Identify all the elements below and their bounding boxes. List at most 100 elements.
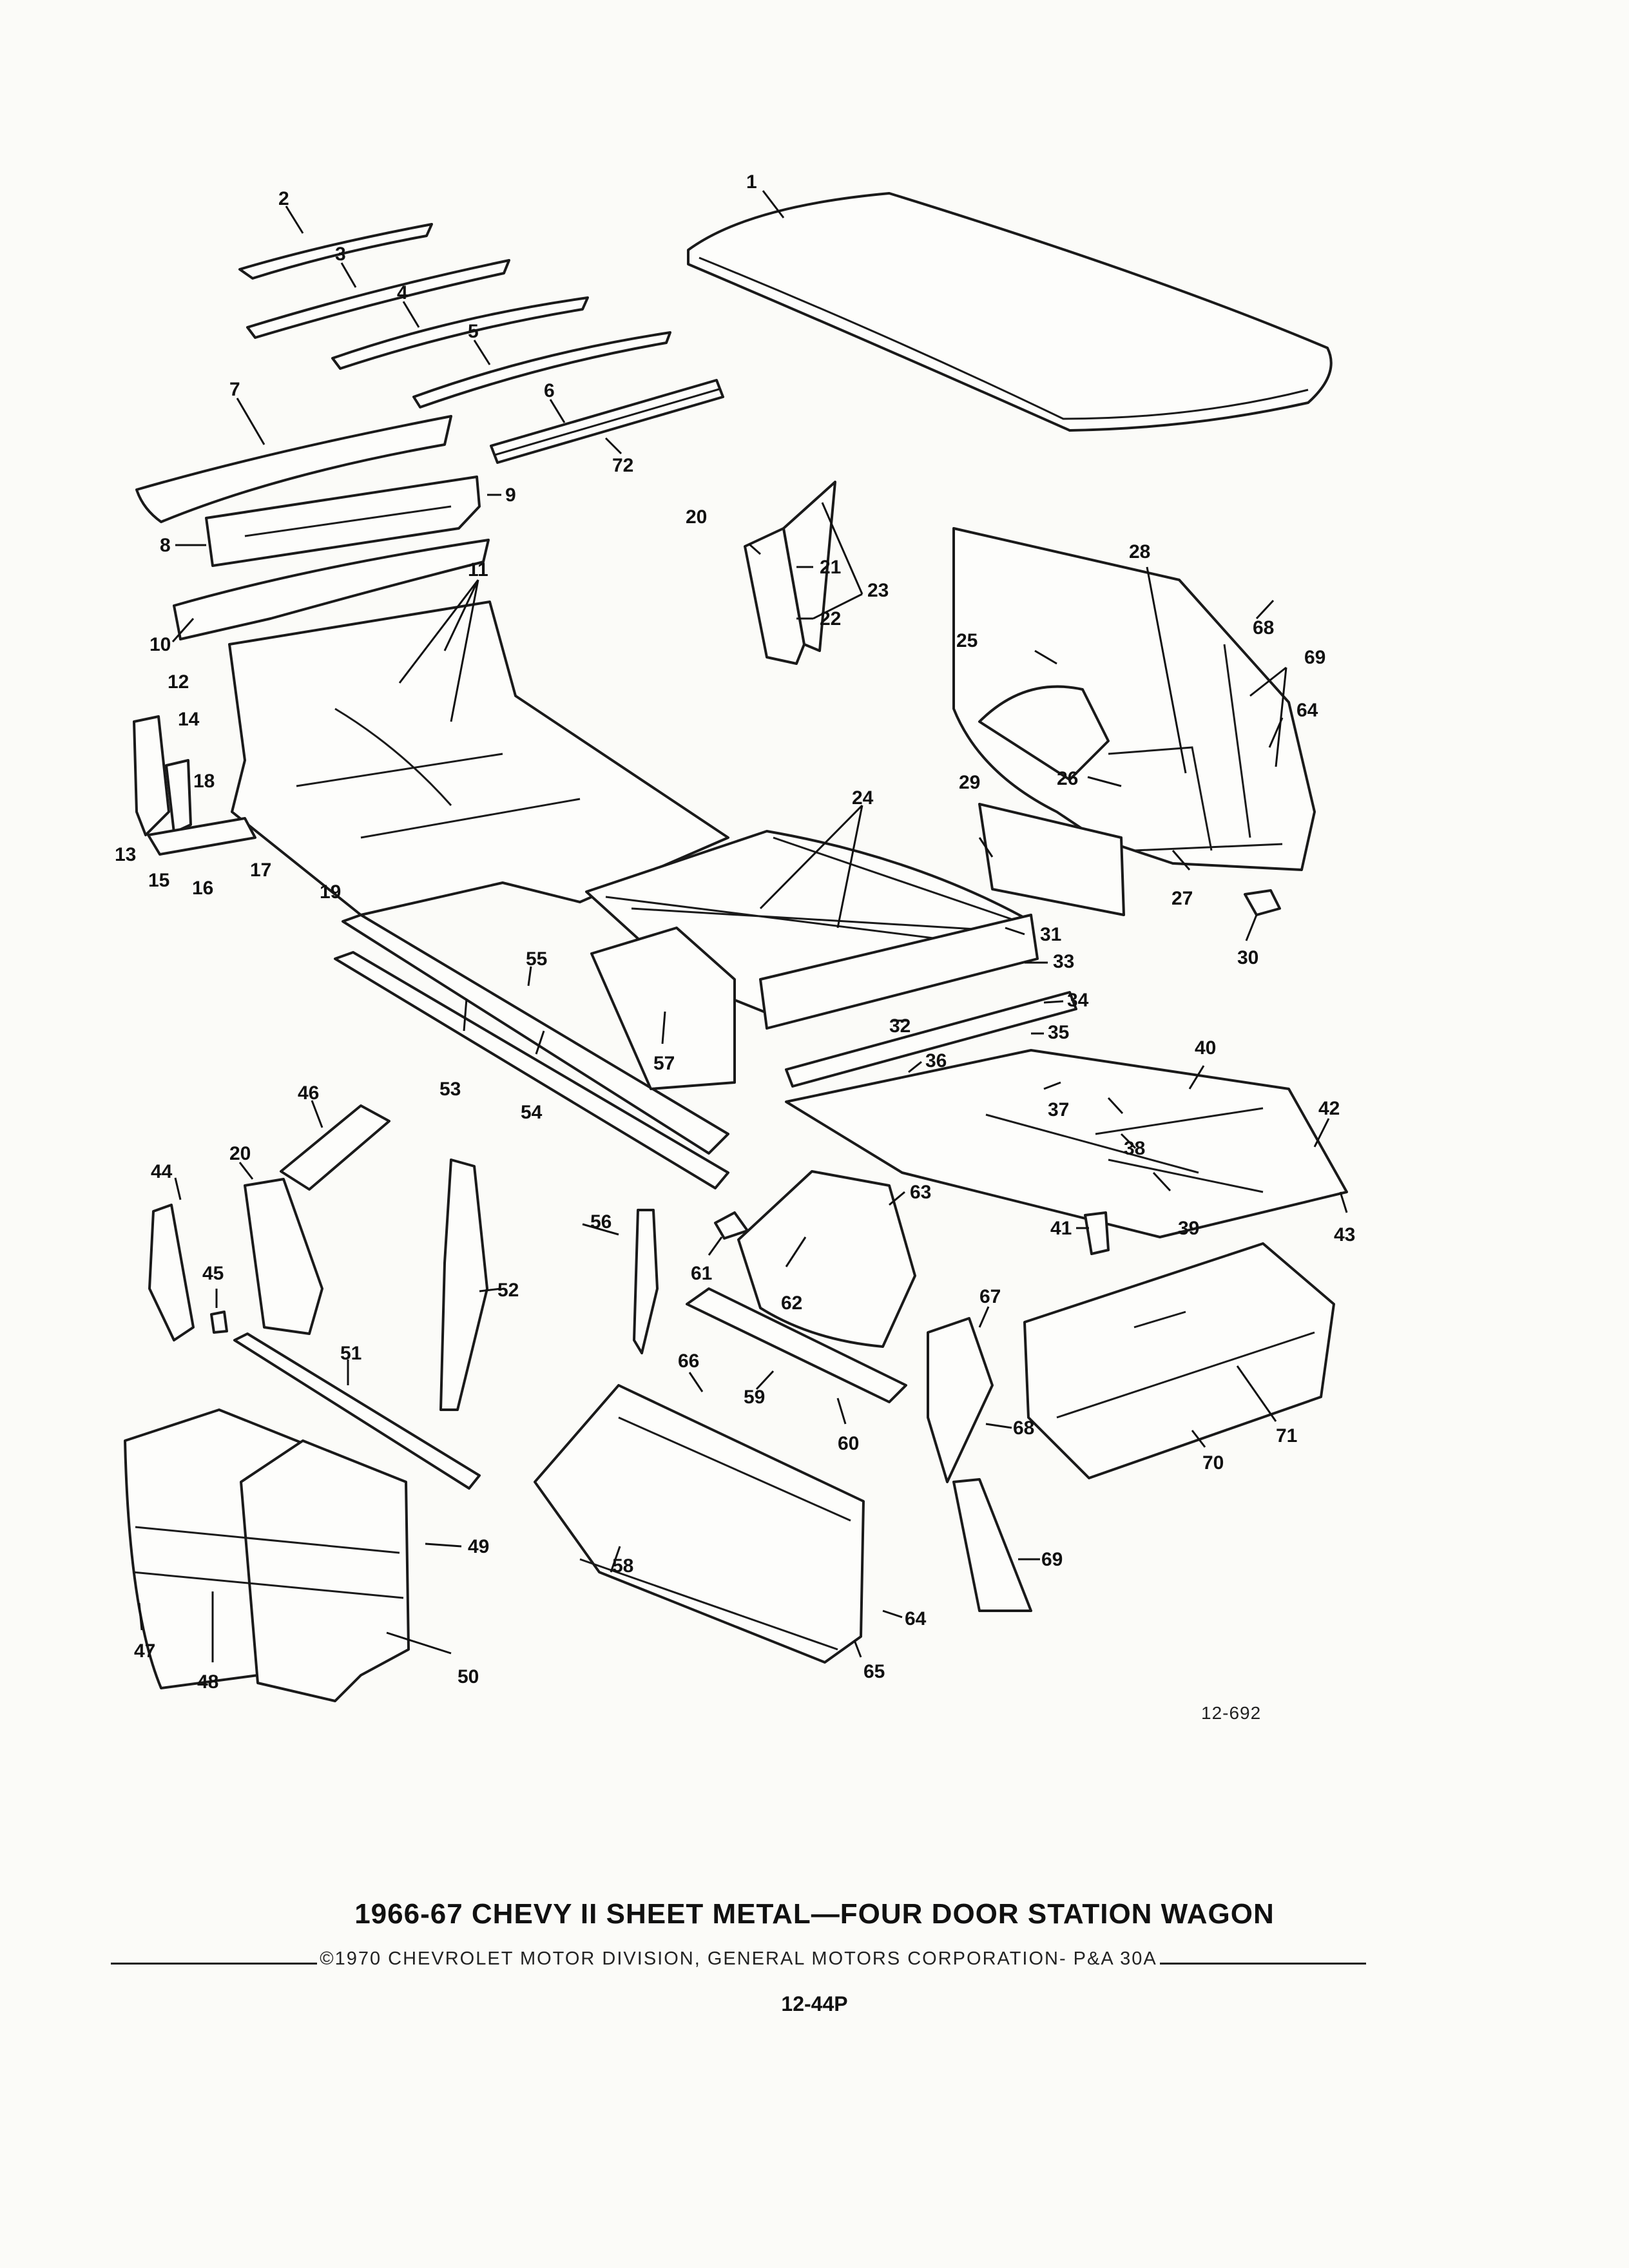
pillar-filler-45-shape	[210, 1311, 228, 1334]
callout-19: 19	[320, 881, 341, 903]
callout-49: 49	[468, 1536, 489, 1557]
wheelhouse-bracket-61-shape	[714, 1211, 749, 1240]
roof-bow-2-shape	[238, 223, 433, 280]
callout-21: 21	[820, 557, 841, 578]
callout-30: 30	[1237, 947, 1258, 968]
callout-53: 53	[439, 1079, 461, 1100]
callout-9: 9	[505, 485, 516, 506]
door-sill-51-shape	[233, 1332, 481, 1490]
callout-56: 56	[590, 1211, 612, 1233]
callout-14: 14	[178, 709, 200, 730]
figure-number: 12-692	[1201, 1703, 1262, 1723]
callout-67: 67	[979, 1286, 1001, 1307]
callout-68-lower: 68	[1013, 1418, 1034, 1439]
callout-32: 32	[889, 1015, 911, 1037]
callout-62: 62	[781, 1293, 802, 1314]
callout-39: 39	[1178, 1218, 1199, 1239]
callout-10: 10	[149, 634, 171, 655]
pillar-brace-56-shape	[633, 1209, 659, 1354]
wheelhouse-outer-shape	[737, 1170, 916, 1348]
callout-57: 57	[653, 1053, 675, 1074]
rear-frame-rail-shape	[785, 1049, 1348, 1238]
callout-64-upper: 64	[1296, 700, 1318, 721]
callout-58: 58	[612, 1555, 633, 1577]
rear-door-shape	[240, 1439, 410, 1702]
callout-27: 27	[1171, 888, 1193, 909]
callout-69-upper: 69	[1304, 647, 1325, 668]
copyright-line: ©1970 CHEVROLET MOTOR DIVISION, GENERAL …	[111, 1948, 1367, 1970]
callout-61: 61	[691, 1263, 712, 1284]
callout-15: 15	[148, 870, 169, 891]
left-rule	[111, 1963, 318, 1965]
roof-bow-4-shape	[331, 296, 589, 370]
rocker-panel-shape	[342, 914, 729, 1155]
lower-pillar-44-shape	[148, 1204, 195, 1341]
callout-17: 17	[250, 860, 271, 881]
callout-38: 38	[1124, 1138, 1145, 1159]
callout-69-lower: 69	[1041, 1549, 1063, 1570]
callout-45: 45	[202, 1263, 224, 1284]
page-code: 12-44P	[781, 1992, 848, 2015]
roof-panel-shape	[687, 192, 1333, 432]
right-rule	[1159, 1963, 1367, 1965]
callout-47: 47	[134, 1640, 155, 1662]
callout-54: 54	[521, 1102, 543, 1123]
callout-labels: 1 2 3 4 5 6 7 8 9 10 11 12 13 14 15 16 1…	[115, 171, 1355, 1693]
windshield-header-shape	[135, 415, 452, 523]
roof-bow-5-shape	[412, 331, 671, 408]
pillar-reinforcement-shape	[165, 759, 192, 834]
callout-25: 25	[956, 630, 978, 651]
callout-51: 51	[340, 1343, 361, 1364]
callout-66: 66	[678, 1350, 699, 1372]
roof-bow-3-shape	[246, 259, 510, 339]
callout-43: 43	[1334, 1224, 1355, 1245]
callout-28: 28	[1129, 541, 1150, 562]
callout-36: 36	[925, 1050, 947, 1072]
callout-29: 29	[959, 772, 980, 793]
callout-3: 3	[335, 244, 346, 265]
callout-70: 70	[1202, 1452, 1224, 1474]
quarter-inner-panel-shape	[952, 527, 1316, 871]
quarter-outer-panel-shape	[534, 1384, 865, 1664]
callout-24: 24	[852, 787, 874, 809]
callout-68-upper: 68	[1253, 617, 1274, 639]
callout-4: 4	[397, 282, 408, 303]
callout-59: 59	[744, 1387, 765, 1408]
page-title: 1966-67 CHEVY II SHEET METAL—FOUR DOOR S…	[354, 1898, 1275, 1930]
callout-60: 60	[838, 1433, 859, 1454]
callout-8: 8	[160, 535, 171, 556]
callout-42: 42	[1318, 1098, 1340, 1119]
cowl-panel-shape	[173, 539, 490, 640]
callout-20-lower: 20	[229, 1143, 251, 1164]
callout-1: 1	[746, 171, 757, 193]
callout-35: 35	[1048, 1022, 1069, 1043]
rear-pillar-lower-shape	[952, 1478, 1032, 1612]
callout-23: 23	[867, 580, 889, 601]
callout-5: 5	[468, 321, 479, 342]
rear-wheelhouse-57-shape	[590, 927, 736, 1090]
rocker-inner-shape	[334, 951, 729, 1189]
front-pillar-strip-46-shape	[280, 1104, 390, 1191]
callout-64-lower: 64	[905, 1608, 927, 1629]
callout-46: 46	[298, 1082, 319, 1104]
callout-12: 12	[168, 671, 189, 693]
quarter-panel-extension-shape	[978, 803, 1125, 916]
callout-16: 16	[192, 878, 213, 899]
leader-lines	[138, 190, 1348, 1662]
callout-33: 33	[1053, 951, 1074, 972]
callout-41: 41	[1050, 1218, 1072, 1239]
callout-63: 63	[910, 1182, 931, 1203]
callout-40: 40	[1195, 1037, 1216, 1059]
callout-55: 55	[526, 948, 547, 970]
callout-18: 18	[193, 771, 215, 792]
callout-44: 44	[151, 1161, 173, 1182]
bracket-30-shape	[1244, 889, 1281, 916]
callout-22: 22	[820, 608, 841, 629]
callout-2: 2	[278, 188, 289, 209]
callout-6: 6	[544, 380, 555, 401]
callout-37: 37	[1048, 1099, 1069, 1120]
callout-52: 52	[497, 1280, 519, 1301]
callout-34: 34	[1067, 990, 1089, 1011]
callout-31: 31	[1040, 924, 1061, 945]
